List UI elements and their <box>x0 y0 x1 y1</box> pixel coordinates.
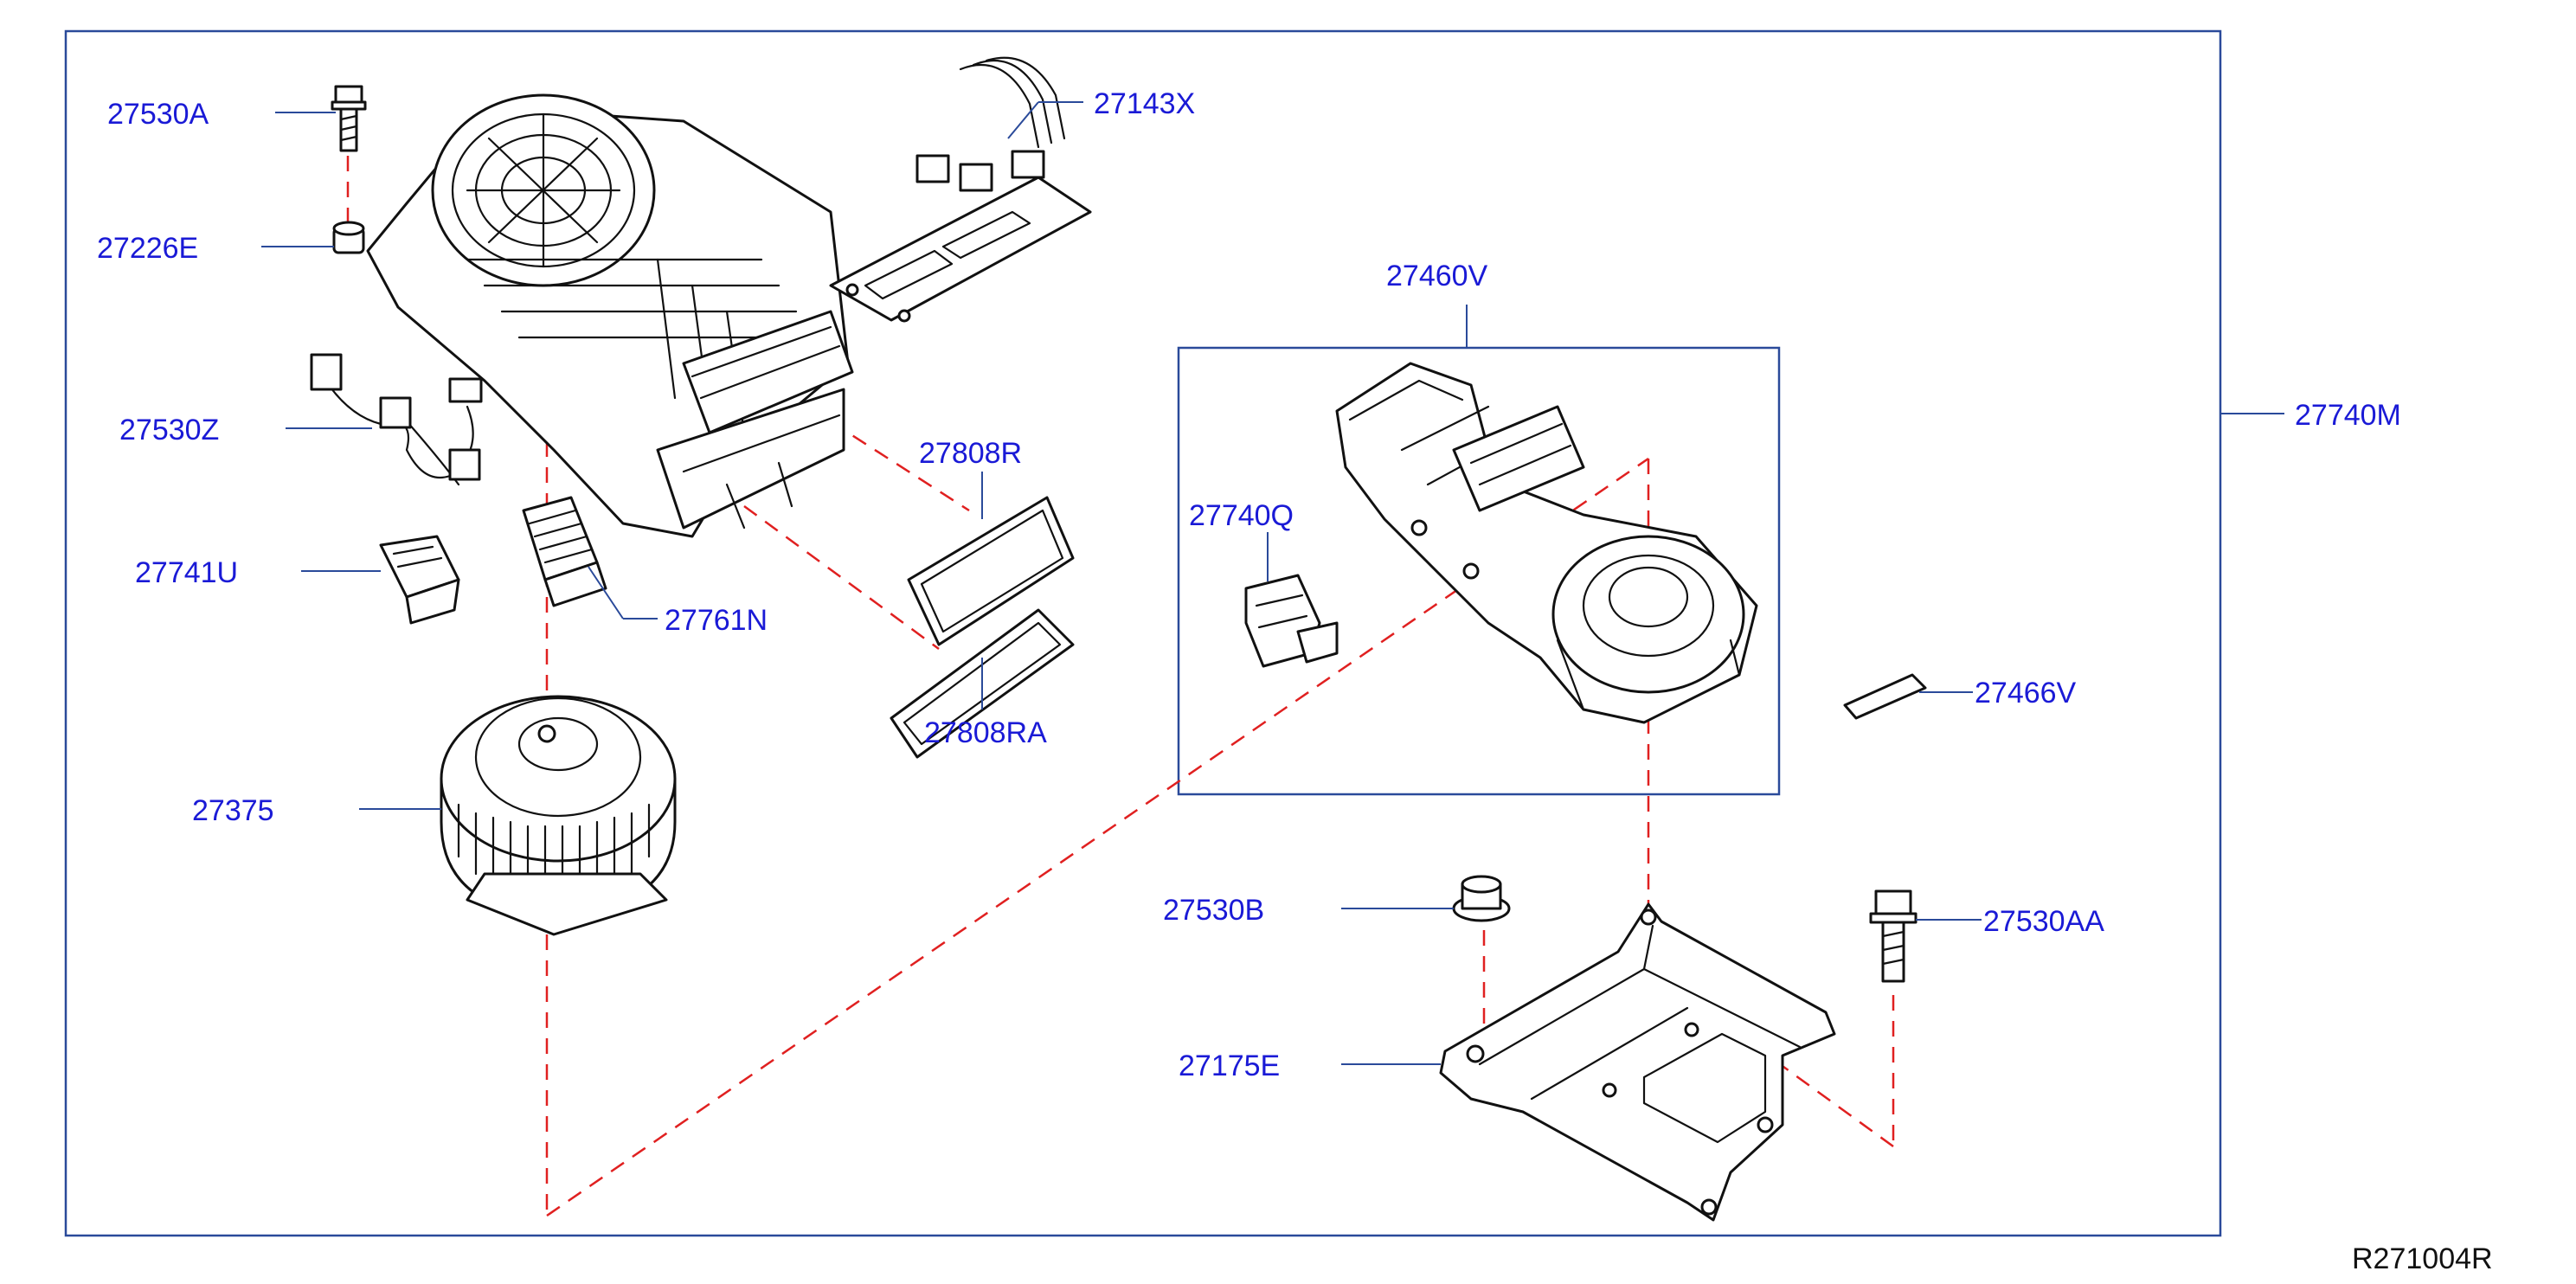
label-27466V <box>1843 673 1927 720</box>
label-27530Z: 27530Z <box>119 414 219 446</box>
bolt-27530A <box>331 85 367 152</box>
label-27740Q: 27740Q <box>1189 499 1294 532</box>
label-27761N: 27761N <box>665 604 768 637</box>
label-27741U: 27741U <box>135 556 238 589</box>
resistor-27761N <box>522 496 607 607</box>
label-27530A: 27530A <box>107 98 209 131</box>
label-27530AA: 27530AA <box>1983 905 2104 938</box>
label-27808RA: 27808RA <box>924 716 1047 749</box>
actuator-27740Q <box>1244 574 1339 668</box>
assembly-frame <box>64 29 2222 1237</box>
label-27460V: 27460V <box>1386 260 1488 292</box>
subassembly-frame-27460V <box>1177 346 1781 796</box>
label-27740M: 27740M <box>2295 399 2401 432</box>
label-27175E: 27175E <box>1179 1050 1280 1082</box>
duct-27460V <box>1335 362 1758 724</box>
label-27143X: 27143X <box>1094 87 1195 120</box>
callout-labels: 27530A 27226E 27530Z 27741U 27761N 27375… <box>97 87 2401 1082</box>
bracket-27175E <box>1439 902 1836 1222</box>
blower-unit-assembly <box>366 93 854 538</box>
label-27375: 27375 <box>192 794 274 827</box>
leader-lines <box>261 101 2284 1065</box>
grommet-27226E <box>332 221 365 254</box>
label-27466V: 27466V <box>1975 677 2077 709</box>
diagram-reference-code: R271004R <box>2352 1242 2493 1275</box>
label-27226E: 27226E <box>97 232 198 265</box>
blower-motor-27375 <box>440 695 677 936</box>
seal-27808R <box>907 496 1075 646</box>
bracket-27143X <box>829 56 1092 323</box>
bolt-27530AA <box>1869 889 1918 983</box>
switch-27741U <box>379 535 460 625</box>
label-27808R: 27808R <box>919 437 1022 470</box>
nut-27530B <box>1452 875 1511 922</box>
harness-27530Z <box>310 353 483 486</box>
label-27530B: 27530B <box>1163 894 1264 927</box>
